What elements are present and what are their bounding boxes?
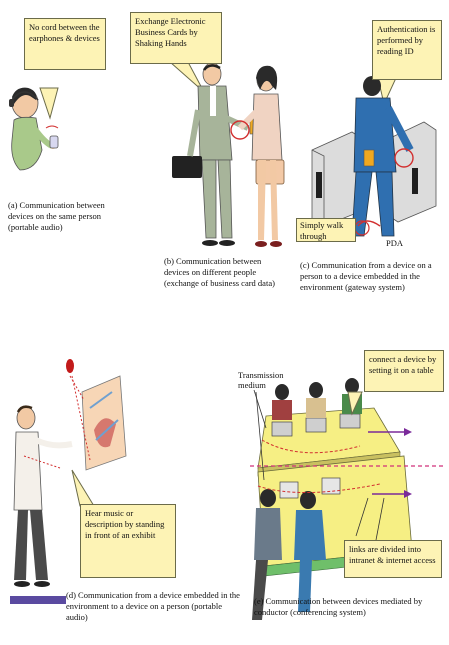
panel-e-links-callout: links are divided into intranet & intern… [344,540,442,578]
panel-e-table-callout-text: connect a device by setting it on a tabl… [369,354,436,375]
panel-d-caption-text: (d) Communication from a device embedded… [66,590,240,622]
panel-e-caption: (e) Communication between devices mediat… [254,596,438,618]
panel-d-caption: (d) Communication from a device embedded… [66,590,244,623]
panel-d-callout-text: Hear music or description by standing in… [85,508,164,540]
panel-c-walk-label: Simply walk through [296,218,356,242]
panel-b-caption-text: (b) Communication between devices on dif… [164,256,275,288]
panel-c-callout-text: Authentication is performed by reading I… [377,24,435,56]
panel-e-caption-text: (e) Communication between devices mediat… [254,596,422,617]
panel-e-table-callout: connect a device by setting it on a tabl… [364,350,444,392]
panel-b-callout: Exchange Electronic Business Cards by Sh… [130,12,222,64]
panel-b-caption: (b) Communication between devices on dif… [164,256,282,289]
panel-a-caption: (a) Communication between devices on the… [8,200,116,233]
panel-b-figure [170,62,284,247]
panel-a-figure [9,88,58,170]
panel-c-pda-label-text: PDA [386,238,403,248]
panel-e-medium-label: Transmission medium [238,370,290,390]
panel-a-caption-text: (a) Communication between devices on the… [8,200,105,232]
panel-e-medium-label-text: Transmission medium [238,370,284,390]
panel-a-callout: No cord between the earphones & devices [24,18,106,70]
panel-c-pda-label: PDA [386,238,403,248]
panel-c-caption: (c) Communication from a device on a per… [300,260,440,293]
panel-d-callout: Hear music or description by standing in… [80,504,176,578]
panel-c-callout: Authentication is performed by reading I… [372,20,442,80]
panel-c-figure [312,76,436,236]
panel-a-callout-text: No cord between the earphones & devices [29,22,100,43]
panel-e-links-callout-text: links are divided into intranet & intern… [349,544,436,565]
panel-c-walk-label-text: Simply walk through [300,220,343,241]
panel-c-caption-text: (c) Communication from a device on a per… [300,260,432,292]
panel-e-figure [250,378,444,620]
panel-b-callout-text: Exchange Electronic Business Cards by Sh… [135,16,206,48]
